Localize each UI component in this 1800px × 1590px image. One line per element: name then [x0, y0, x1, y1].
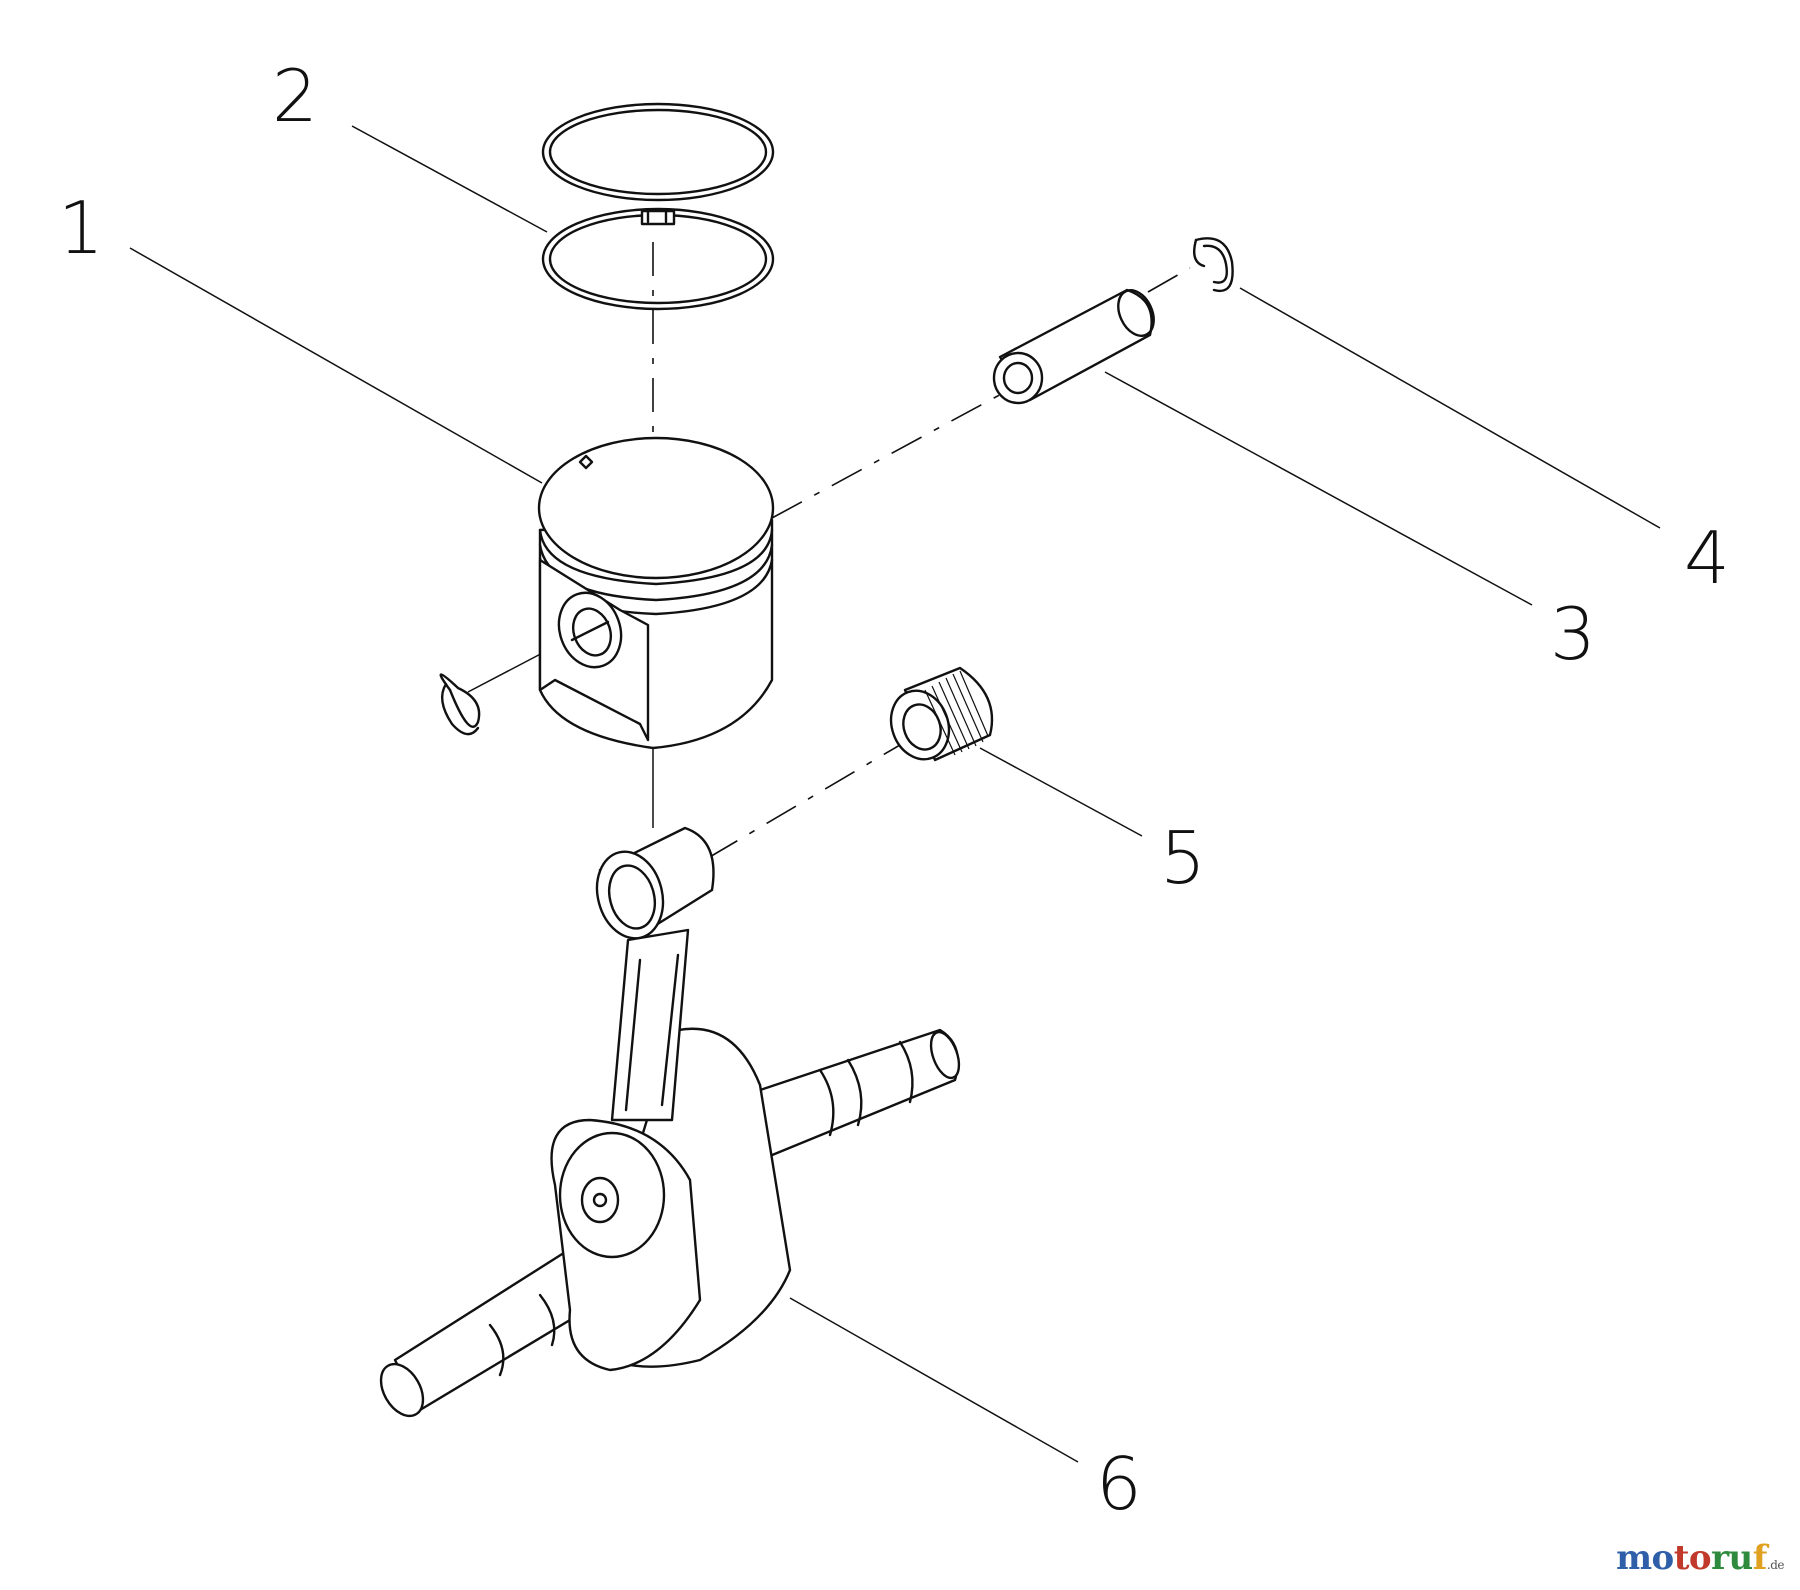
piston-pin [992, 288, 1155, 405]
watermark-tld: .de [1766, 1558, 1785, 1572]
callout-3: 3 [1550, 592, 1596, 676]
leader-line-4 [1239, 287, 1661, 529]
axis-pin-clip [1147, 267, 1191, 293]
leader-line-6 [789, 1297, 1079, 1463]
leader-line-3 [1104, 371, 1533, 606]
leader-line-1 [129, 247, 543, 484]
watermark-part1: mo [1616, 1538, 1674, 1578]
crankshaft-assembly [379, 826, 961, 1418]
piston-rings [541, 102, 775, 311]
callout-2: 2 [272, 54, 318, 138]
piston-ring-upper [541, 102, 775, 202]
piston-ring-lower-inner [548, 213, 768, 305]
callout-1: 1 [58, 186, 104, 270]
watermark-part2: to [1673, 1538, 1712, 1578]
callout-5: 5 [1160, 816, 1206, 900]
watermark-part4: f [1752, 1538, 1768, 1578]
axis-pin-piston [771, 391, 1006, 519]
axis-clip-piston [467, 647, 553, 693]
leader-lines [129, 125, 1661, 1463]
callout-6: 6 [1096, 1442, 1142, 1526]
callout-4: 4 [1684, 516, 1730, 600]
piston [537, 436, 775, 750]
piston-crown [537, 436, 775, 580]
piston-ring-upper-inner [548, 108, 768, 196]
circlip-left [439, 673, 481, 736]
leader-line-5 [979, 747, 1143, 837]
axis-bearing-rod [707, 741, 906, 859]
leader-line-2 [351, 125, 548, 233]
circlip-right [1193, 237, 1234, 293]
piston-ring-lower [541, 207, 775, 311]
motoruf-watermark: motoruf.de [1616, 1538, 1784, 1578]
needle-bearing [889, 666, 994, 762]
watermark-part3: ru [1711, 1538, 1753, 1578]
